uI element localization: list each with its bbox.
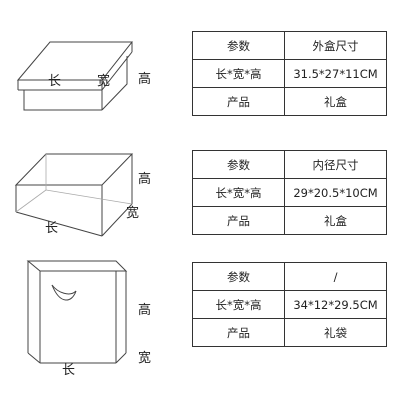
table-row: 产品 礼盒	[192, 87, 387, 116]
table-row: 长*宽*高 34*12*29.5CM	[192, 290, 387, 319]
table-row: 参数 /	[192, 262, 387, 291]
gift-bag-drawing	[26, 260, 128, 364]
param-key-cell: 参数	[192, 31, 285, 60]
outer-box-spec-table: 参数 外盒尺寸 长*宽*高 31.5*27*11CM 产品 礼盒	[192, 31, 387, 116]
height-label: 高	[138, 303, 152, 318]
width-label: 宽	[97, 74, 111, 89]
param-key-cell: 参数	[192, 262, 285, 291]
dimension-key-cell: 长*宽*高	[192, 290, 285, 319]
outer-box-drawing	[16, 41, 134, 111]
height-label: 高	[138, 172, 152, 187]
table-row: 参数 内径尺寸	[192, 150, 387, 179]
inner-box-spec-table: 参数 内径尺寸 长*宽*高 29*20.5*10CM 产品 礼盒	[192, 150, 387, 235]
length-label: 长	[45, 221, 59, 236]
inner-box-drawing	[14, 153, 134, 237]
dimension-value-cell: 34*12*29.5CM	[284, 290, 387, 319]
product-value-cell: 礼盒	[284, 87, 387, 116]
outer-box-illustration: 长 宽 高	[0, 30, 170, 130]
param-value-cell: 外盒尺寸	[284, 31, 387, 60]
gift-bag-spec-table: 参数 / 长*宽*高 34*12*29.5CM 产品 礼袋	[192, 262, 387, 347]
product-value-cell: 礼袋	[284, 318, 387, 347]
product-key-cell: 产品	[192, 318, 285, 347]
dimension-key-cell: 长*宽*高	[192, 59, 285, 88]
table-row: 长*宽*高 31.5*27*11CM	[192, 59, 387, 88]
product-key-cell: 产品	[192, 87, 285, 116]
length-label: 长	[48, 74, 62, 89]
width-label: 宽	[138, 351, 152, 366]
product-value-cell: 礼盒	[284, 206, 387, 235]
table-row: 产品 礼盒	[192, 206, 387, 235]
dimension-key-cell: 长*宽*高	[192, 178, 285, 207]
param-value-cell: 内径尺寸	[284, 150, 387, 179]
table-row: 参数 外盒尺寸	[192, 31, 387, 60]
gift-bag-illustration: 高 宽 长	[0, 255, 170, 385]
height-label: 高	[138, 72, 152, 87]
length-label: 长	[62, 363, 76, 378]
dimension-value-cell: 29*20.5*10CM	[284, 178, 387, 207]
param-value-cell: /	[284, 262, 387, 291]
table-row: 长*宽*高 29*20.5*10CM	[192, 178, 387, 207]
param-key-cell: 参数	[192, 150, 285, 179]
table-row: 产品 礼袋	[192, 318, 387, 347]
inner-box-illustration: 高 宽 长	[0, 140, 170, 240]
dimension-value-cell: 31.5*27*11CM	[284, 59, 387, 88]
width-label: 宽	[126, 206, 140, 221]
product-key-cell: 产品	[192, 206, 285, 235]
